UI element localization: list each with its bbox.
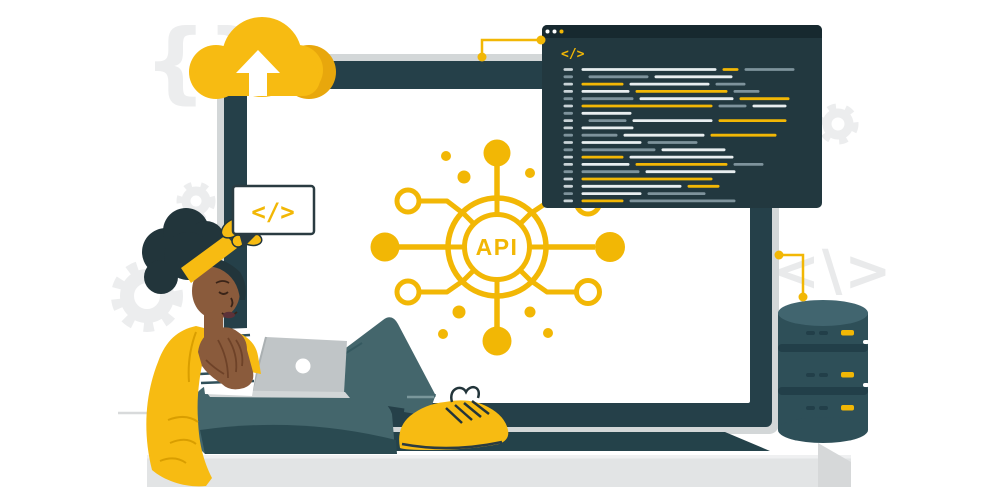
- floor-platform: [147, 443, 851, 487]
- speech-bubble: </>: [231, 184, 316, 248]
- cloud-upload-icon: [189, 17, 336, 99]
- shoe-laces: [445, 385, 490, 424]
- lips: [223, 311, 235, 319]
- hair-fringe: [190, 258, 246, 300]
- connector-right: [774, 250, 808, 302]
- head: [142, 208, 263, 338]
- legs: [192, 317, 436, 454]
- gear-icon: [817, 103, 859, 145]
- woman-figure: [142, 208, 509, 487]
- leg-shadow: [200, 424, 397, 454]
- upload-arrow-icon: [236, 50, 280, 96]
- code-editor-window: </>: [542, 25, 822, 208]
- api-label: API: [476, 234, 519, 260]
- shoe: [399, 385, 509, 450]
- window-titlebar: [542, 25, 822, 38]
- api-hub-icon: API: [370, 139, 625, 356]
- laptop-logo-icon: [295, 358, 311, 374]
- connector-left: [477, 35, 546, 62]
- database-pedestal: [818, 443, 851, 487]
- hub-dots: [438, 151, 553, 339]
- hand: [198, 327, 254, 390]
- editor-code-icon: </>: [561, 47, 585, 62]
- window-dots-icon: [545, 29, 564, 34]
- database-lights: [806, 330, 854, 411]
- database-icon: [778, 300, 869, 443]
- face: [192, 263, 240, 319]
- code-watermark-icon: <\>: [773, 239, 893, 304]
- code-lines: [563, 68, 795, 203]
- bubble-code-icon: </>: [251, 198, 294, 226]
- neck: [204, 314, 223, 338]
- jacket-details: [159, 331, 199, 464]
